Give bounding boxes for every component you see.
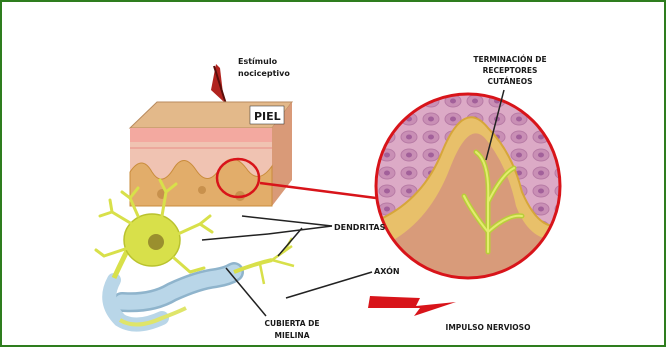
dendrites-label: DENDRITAS: [334, 223, 386, 232]
myelin-label-line2: MIELINA: [274, 331, 309, 340]
impulse-label: IMPULSO NERVIOSO: [446, 323, 531, 332]
skin-tag-label: PIEL: [254, 110, 281, 123]
receptors-label-line1: TERMINACIÓN DE: [473, 55, 546, 64]
receptors-label-line2: RECEPTORES: [483, 66, 538, 75]
stimulus-label-line2: nociceptivo: [238, 69, 290, 78]
nerve-impulse-arrow: [368, 296, 456, 316]
stimulus-needle: [211, 64, 226, 104]
myelin-label-line1: CUBIERTA DE: [265, 319, 320, 328]
stimulus-label-line1: Estímulo: [238, 57, 278, 66]
receptors-label-line3: CUTÁNEOS: [487, 77, 532, 86]
axon-label: AXÓN: [374, 265, 400, 276]
